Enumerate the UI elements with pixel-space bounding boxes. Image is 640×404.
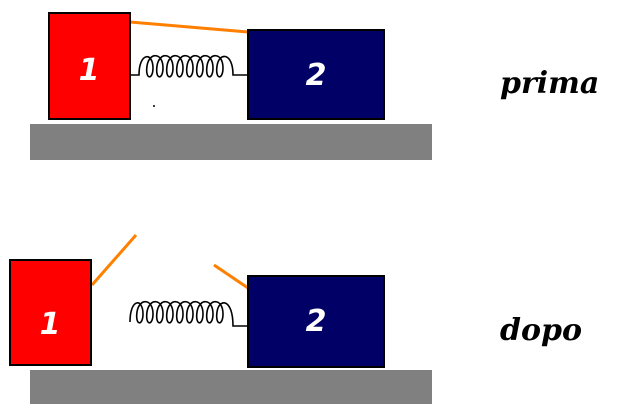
after-block-1-label: 1 <box>40 307 61 342</box>
before-block-2 <box>247 29 385 120</box>
before-block-2-label: 2 <box>306 58 327 93</box>
after-floor <box>30 370 432 404</box>
before-dot <box>153 105 155 107</box>
before-block-1-label: 1 <box>79 53 100 88</box>
after-label: dopo <box>500 313 582 348</box>
before-string <box>129 20 249 34</box>
before-spring <box>130 54 248 78</box>
after-block-2-label: 2 <box>306 304 327 339</box>
after-string-right <box>213 263 249 290</box>
after-block-2 <box>247 275 385 368</box>
before-floor <box>30 124 432 160</box>
after-panel: 1 2 dopo <box>9 234 582 404</box>
after-string-left <box>90 234 138 286</box>
after-block-1 <box>9 259 92 366</box>
before-label: prima <box>500 66 599 101</box>
before-panel: 1 2 prima <box>30 12 599 160</box>
before-block-1 <box>48 12 131 120</box>
after-spring <box>129 300 248 327</box>
